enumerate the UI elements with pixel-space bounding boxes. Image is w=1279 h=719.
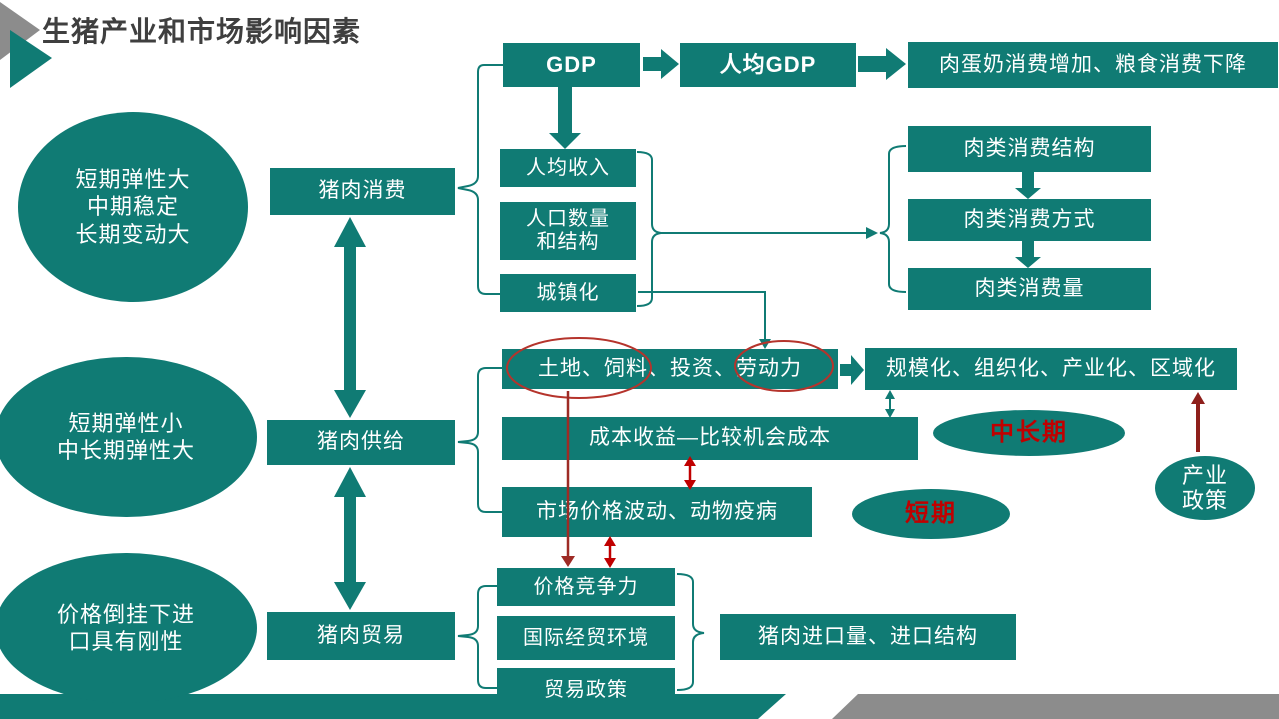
box-inputs: 土地、饲料、投资、劳动力 xyxy=(502,349,838,389)
box-trade-policy: 贸易政策 xyxy=(497,668,675,712)
box-gdp: GDP xyxy=(503,43,640,87)
box-import-outcome: 猪肉进口量、进口结构 xyxy=(720,614,1016,660)
box-consumption-outcome: 肉蛋奶消费增加、粮食消费下降 xyxy=(908,42,1278,88)
box-income: 人均收入 xyxy=(500,149,636,187)
arrow-percapita-to-outcome-icon xyxy=(858,48,906,80)
box-pork-consumption: 猪肉消费 xyxy=(270,168,455,215)
brace-trade-group xyxy=(457,585,497,689)
box-meat-structure: 肉类消费结构 xyxy=(908,126,1151,172)
arrowhead-to-meat-icon xyxy=(866,227,878,239)
arrowhead-cost-down-icon xyxy=(885,409,895,418)
label-short-term: 短期 xyxy=(852,489,1010,539)
brace-factors-right xyxy=(636,151,662,307)
slide-title: 生猪产业和市场影响因素 xyxy=(42,16,362,47)
arrowhead-modern-up-icon xyxy=(885,390,895,399)
brace-meat-left xyxy=(879,145,907,293)
box-modernization: 规模化、组织化、产业化、区域化 xyxy=(865,348,1237,390)
arrow-gdp-down-icon xyxy=(549,87,581,149)
box-cost-benefit: 成本收益—比较机会成本 xyxy=(502,417,918,460)
arrow-gdp-to-percapita-icon xyxy=(643,49,679,79)
box-pork-supply: 猪肉供给 xyxy=(267,420,455,465)
box-urbanization: 城镇化 xyxy=(500,274,636,312)
arrowhead-to-inputs-icon xyxy=(759,339,771,349)
brace-import-outcome xyxy=(676,573,705,691)
arrow-inputs-to-modern-icon xyxy=(840,355,864,385)
box-pork-trade: 猪肉贸易 xyxy=(267,612,455,660)
box-price-competitiveness: 价格竞争力 xyxy=(497,568,675,606)
label-mid-long-term: 中长期 xyxy=(933,410,1125,456)
label-industry-policy: 产业 政策 xyxy=(1155,456,1255,520)
double-arrow-supply-trade-icon xyxy=(334,467,366,610)
box-per-capita-gdp: 人均GDP xyxy=(680,43,856,87)
arrow-meat2-to-meat3-icon xyxy=(1015,241,1041,268)
arrow-meat1-to-meat2-icon xyxy=(1015,172,1041,199)
note-ellipse-consumption: 短期弹性大 中期稳定 长期变动大 xyxy=(18,112,248,302)
note-ellipse-supply: 短期弹性小 中长期弹性大 xyxy=(0,357,257,517)
box-meat-volume: 肉类消费量 xyxy=(908,268,1151,310)
double-arrow-consumption-supply-icon xyxy=(334,217,366,418)
box-population: 人口数量 和结构 xyxy=(500,202,636,260)
line-urbanization-to-inputs xyxy=(638,291,766,340)
note-ellipse-trade: 价格倒挂下进 口具有刚性 xyxy=(0,553,257,703)
box-intl-environment: 国际经贸环境 xyxy=(497,616,675,660)
box-meat-style: 肉类消费方式 xyxy=(908,199,1151,241)
brace-consumption-group xyxy=(457,64,503,295)
brace-supply-group xyxy=(457,367,502,513)
box-market-risk: 市场价格波动、动物疫病 xyxy=(502,487,812,537)
